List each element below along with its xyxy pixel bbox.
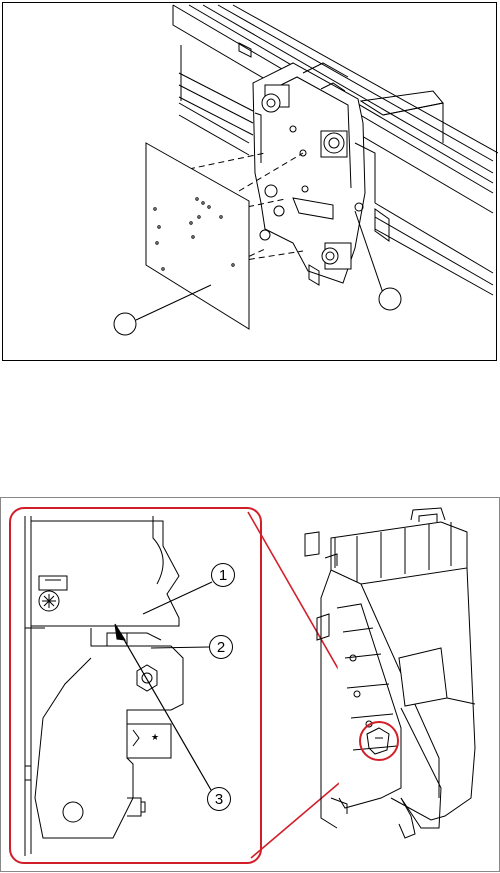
cover-plate — [146, 143, 249, 329]
callout-right — [379, 288, 401, 310]
exploded-view-figure — [2, 2, 497, 361]
svg-text:★: ★ — [151, 732, 159, 742]
detail-view-figure: ★ 1 2 3 — [0, 497, 500, 872]
leader-line-right — [355, 211, 383, 293]
exploded-view-drawing — [3, 3, 498, 362]
callout-left — [114, 313, 136, 335]
callout-1-label: 1 — [219, 567, 227, 584]
callout-3-label: 3 — [215, 791, 223, 808]
leader-line-left — [136, 285, 211, 320]
detail-view-drawing: ★ 1 2 3 — [1, 498, 500, 873]
bolt-icon — [137, 665, 157, 691]
unit-overview — [305, 508, 475, 838]
callout-2-label: 2 — [217, 639, 225, 656]
